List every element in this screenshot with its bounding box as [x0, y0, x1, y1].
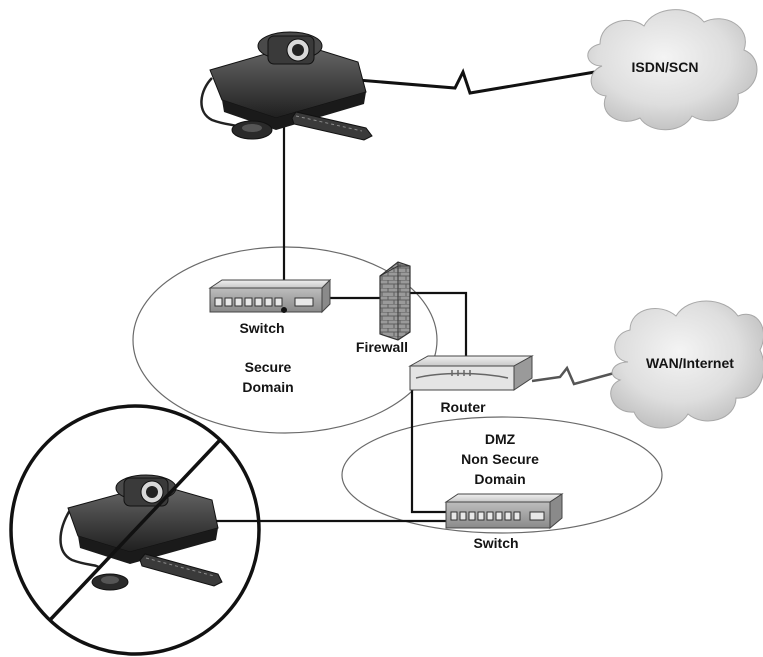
link-router-to-dmz-switch: [410, 380, 452, 514]
secure-domain-label-line1: Secure: [245, 359, 292, 375]
dmz-zone: [341, 416, 663, 534]
dmz-label-line1: DMZ: [485, 431, 516, 447]
wan-cloud-label: WAN/Internet: [646, 355, 734, 371]
dmz-label-line2: Non Secure: [461, 451, 539, 467]
link-firewall-to-router: [408, 291, 468, 364]
video-conference-unit-bottom: [59, 474, 223, 591]
network-links: [190, 118, 468, 523]
dmz-label-line3: Domain: [474, 471, 525, 487]
router-label: Router: [440, 399, 486, 415]
dmz-switch-device: [444, 493, 564, 530]
prohibited-sign-icon: [9, 404, 261, 656]
secure-domain-label-line2: Domain: [242, 379, 293, 395]
isdn-lightning-link: [332, 68, 596, 95]
video-conference-unit-top: [200, 31, 373, 141]
secure-switch-label: Switch: [239, 320, 284, 336]
isdn-cloud: [587, 9, 758, 131]
wan-lightning-link: [531, 365, 619, 386]
firewall-label: Firewall: [356, 339, 408, 355]
firewall-device: [379, 261, 411, 341]
isdn-cloud-label: ISDN/SCN: [632, 59, 699, 75]
dmz-switch-label: Switch: [473, 535, 518, 551]
router-device: [408, 355, 534, 391]
secure-switch-device: [208, 278, 332, 314]
